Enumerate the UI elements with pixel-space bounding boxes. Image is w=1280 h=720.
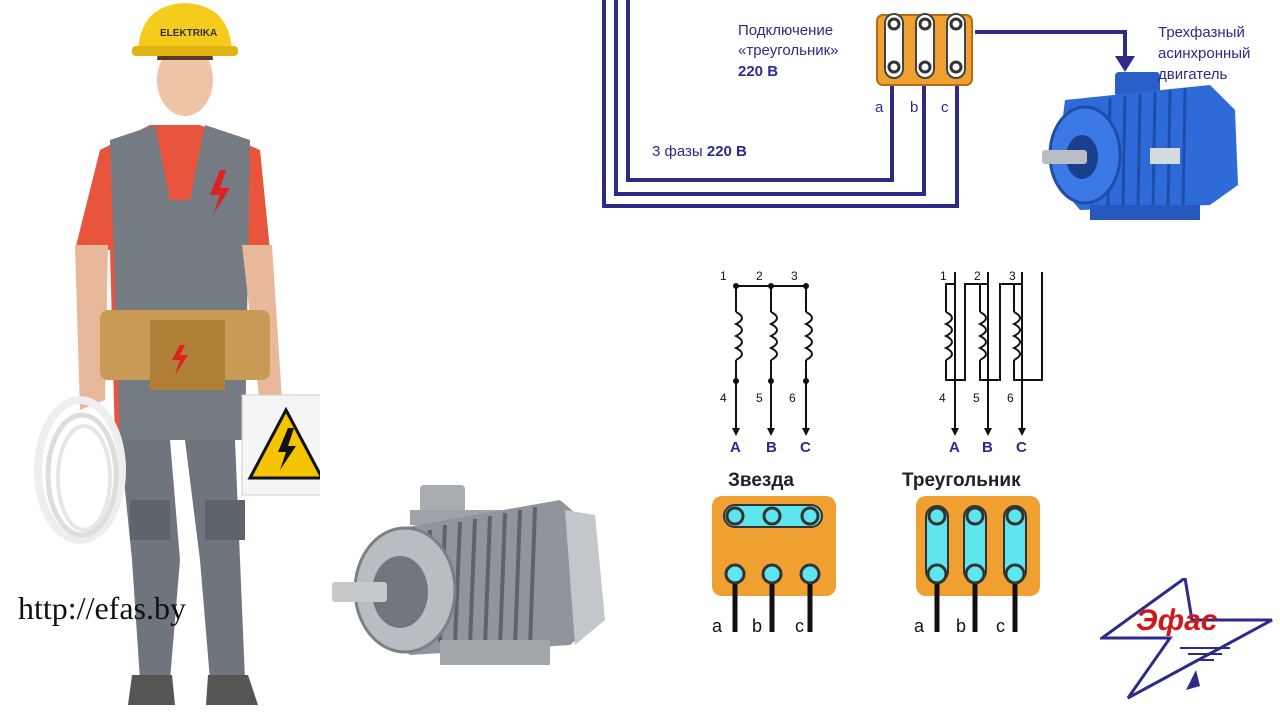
wiring-schemes: 1 2 3 4 5 6 A B C 1 2 3 4 5 6 A B C Звез… bbox=[712, 269, 1043, 636]
star-terminal-board bbox=[712, 496, 836, 632]
arrow-to-motor-icon bbox=[1115, 56, 1135, 72]
star-num-5: 5 bbox=[756, 391, 763, 405]
electrician-illustration: ELEKTRIKA bbox=[34, 3, 320, 705]
star-terminal-b: b bbox=[752, 616, 762, 636]
connection-label-line2: «треугольник» bbox=[738, 42, 839, 59]
delta-winding-diagram bbox=[943, 272, 1043, 432]
star-title: Звезда bbox=[728, 470, 794, 491]
helmet-brand-text: ELEKTRIKA bbox=[160, 28, 217, 39]
star-num-4: 4 bbox=[720, 391, 727, 405]
star-phase-c: C bbox=[800, 439, 811, 456]
phases-label: 3 фазы 220 В bbox=[652, 143, 747, 160]
delta-num-4: 4 bbox=[939, 391, 946, 405]
logo-text: Эфас bbox=[1136, 604, 1218, 637]
connection-diagram bbox=[602, 0, 1238, 220]
star-terminal-c: c bbox=[795, 616, 804, 636]
delta-num-2: 2 bbox=[974, 269, 981, 283]
delta-terminal-b: b bbox=[956, 616, 966, 636]
delta-num-5: 5 bbox=[973, 391, 980, 405]
delta-num-6: 6 bbox=[1007, 391, 1014, 405]
delta-terminal-a: a bbox=[914, 616, 925, 636]
motor-grey-image bbox=[332, 485, 605, 665]
terminal-label-a: a bbox=[875, 99, 884, 116]
delta-terminal-c: c bbox=[996, 616, 1005, 636]
website-url[interactable]: http://efas.by bbox=[18, 590, 186, 626]
delta-num-1: 1 bbox=[940, 269, 947, 283]
delta-phase-b: B bbox=[982, 439, 993, 456]
delta-title: Треугольник bbox=[902, 470, 1021, 491]
connection-label-line1: Подключение bbox=[738, 22, 834, 39]
star-phase-b: B bbox=[766, 439, 777, 456]
star-num-2: 2 bbox=[756, 269, 763, 283]
delta-phase-a: A bbox=[949, 439, 960, 456]
star-num-6: 6 bbox=[789, 391, 796, 405]
motor-label-line2: асинхронный bbox=[1158, 45, 1251, 62]
star-phase-a: A bbox=[730, 439, 741, 456]
star-terminal-a: a bbox=[712, 616, 723, 636]
motor-label-line1: Трехфазный bbox=[1158, 24, 1245, 41]
terminal-label-c: c bbox=[941, 99, 949, 116]
motor-blue-image bbox=[1042, 72, 1238, 220]
connection-voltage: 220 В bbox=[738, 63, 779, 80]
star-winding-diagram bbox=[733, 285, 813, 432]
efas-logo: Эфас bbox=[1100, 578, 1273, 700]
motor-label-line3: двигатель bbox=[1158, 66, 1228, 83]
delta-phase-c: C bbox=[1016, 439, 1027, 456]
star-num-1: 1 bbox=[720, 269, 727, 283]
star-num-3: 3 bbox=[791, 269, 798, 283]
terminal-label-b: b bbox=[910, 99, 919, 116]
delta-terminal-board bbox=[916, 496, 1040, 632]
delta-num-3: 3 bbox=[1009, 269, 1016, 283]
